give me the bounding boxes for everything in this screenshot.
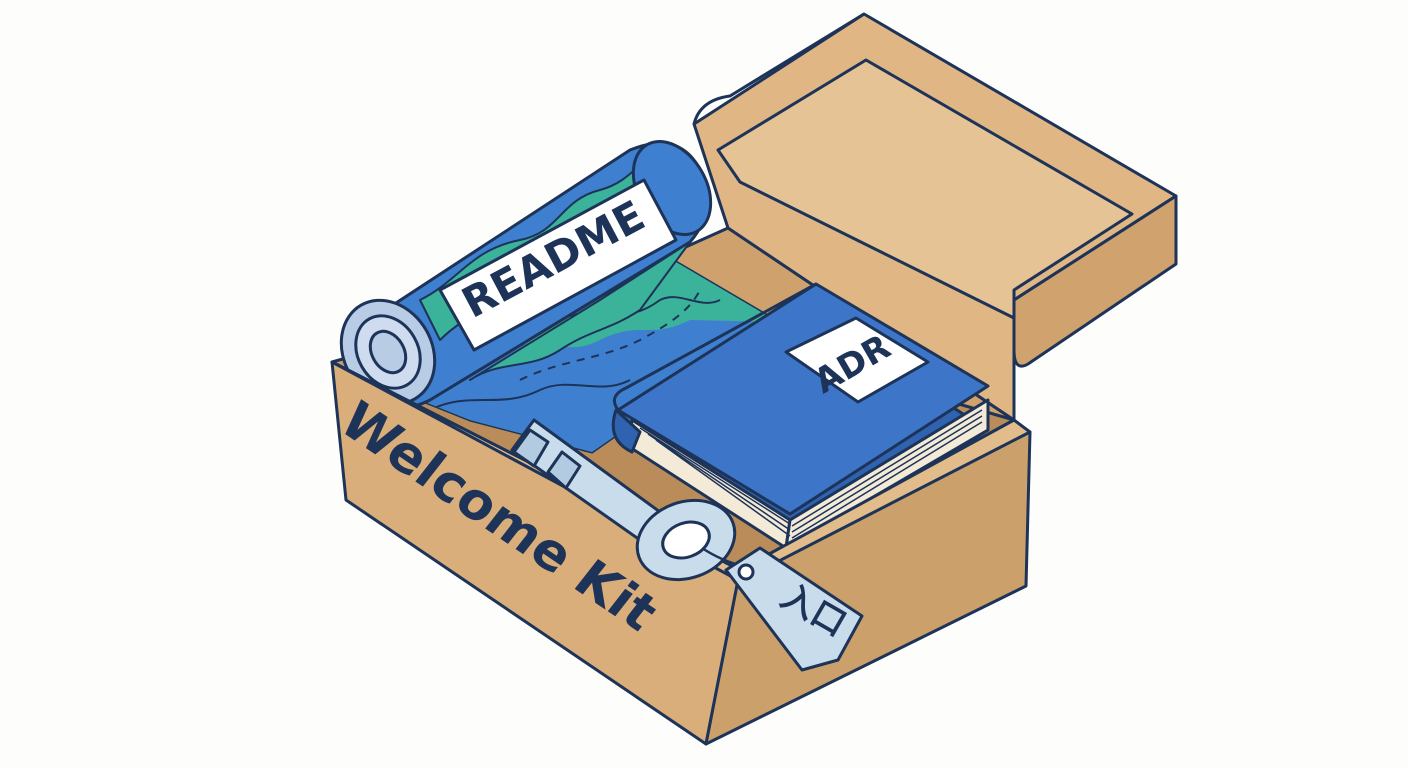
readme-scroll (339, 139, 713, 410)
adr-book (611, 282, 990, 550)
box-lid (692, 12, 1178, 422)
entry-tag (701, 546, 864, 672)
key (510, 418, 737, 582)
